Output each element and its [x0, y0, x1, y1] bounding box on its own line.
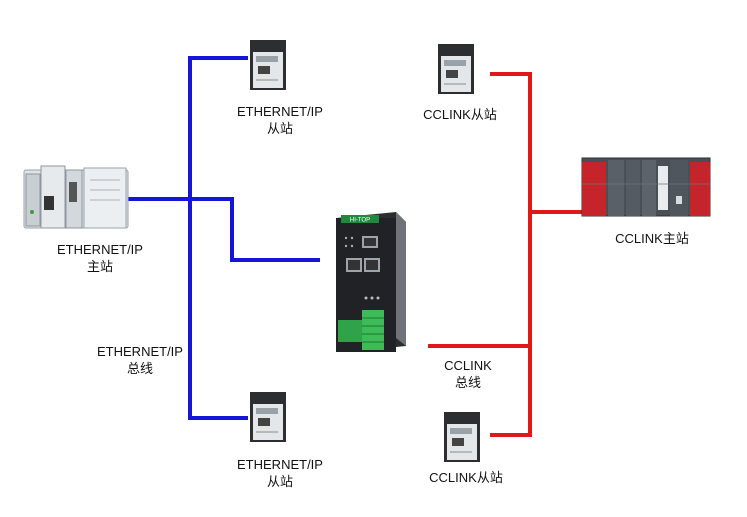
cclink-master-plc — [581, 157, 711, 217]
ethernet-bus-trunk — [188, 56, 248, 420]
ethernet-slave-top — [250, 40, 286, 90]
cclink-slave-top — [438, 44, 474, 94]
cclink-slave-bottom-label: CCLINK从站 — [429, 470, 503, 485]
gateway-device: HI-TOP — [336, 212, 406, 352]
cclink-slave-bottom — [444, 412, 480, 462]
ethernet-bus-lines — [128, 56, 320, 420]
cclink-slave-top-label: CCLINK从站 — [423, 107, 497, 122]
cclink-bus-lines — [428, 72, 582, 437]
cclink-master-label: CCLINK主站 — [615, 231, 689, 246]
gateway-brand-text: HI-TOP — [350, 218, 370, 224]
ethernet-slave-bottom — [250, 392, 286, 442]
cclink-bus-trunk — [490, 72, 532, 437]
ethernet-master-plc — [23, 165, 129, 229]
ethernet-master-link — [128, 197, 320, 262]
